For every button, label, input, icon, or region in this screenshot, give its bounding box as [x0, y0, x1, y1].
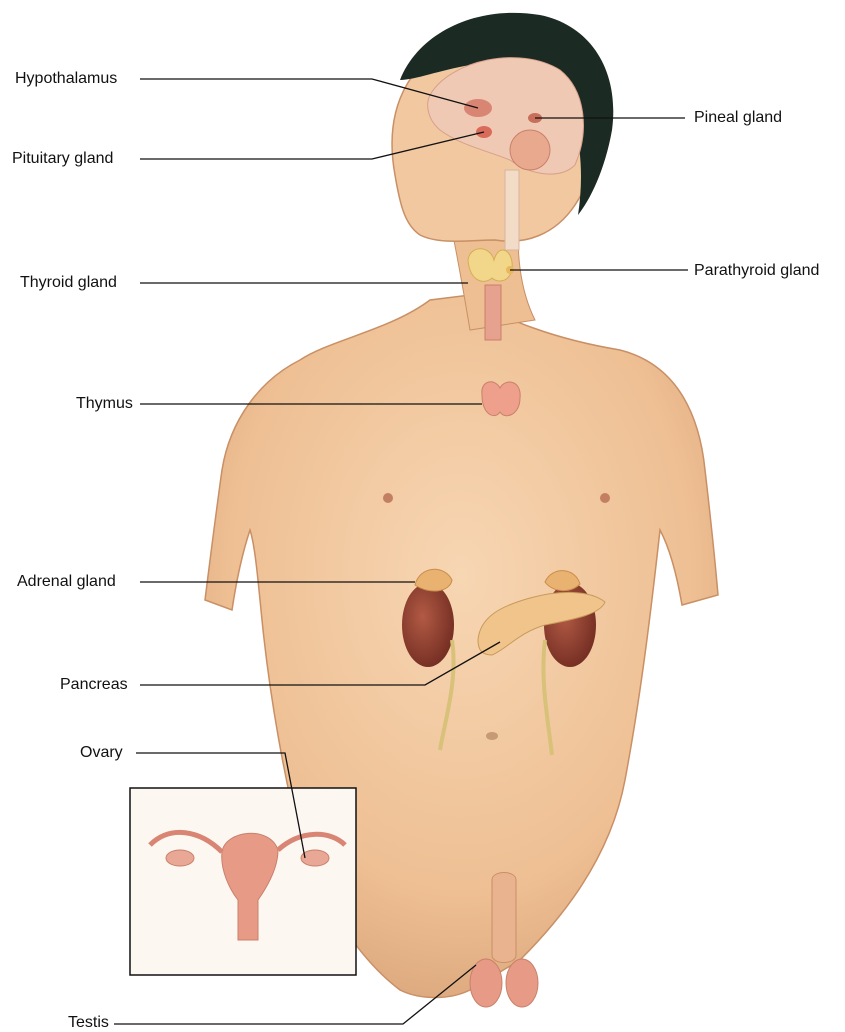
- ovary-left-structure: [166, 850, 194, 866]
- label-ovary: Ovary: [80, 744, 123, 762]
- label-parathyroid-gland: Parathyroid gland: [694, 262, 819, 280]
- label-testis: Testis: [68, 1014, 109, 1032]
- label-pancreas: Pancreas: [60, 676, 128, 694]
- thymus-structure: [482, 382, 520, 416]
- spinal-column: [505, 170, 519, 250]
- label-thyroid-gland: Thyroid gland: [20, 274, 117, 292]
- label-thymus: Thymus: [76, 395, 133, 413]
- left-kidney: [402, 583, 454, 667]
- left-nipple: [383, 493, 393, 503]
- label-pituitary-gland: Pituitary gland: [12, 150, 113, 168]
- thyroid-structure: [468, 249, 512, 282]
- penis: [492, 873, 516, 963]
- ovary-right-structure: [301, 850, 329, 866]
- label-pineal-gland: Pineal gland: [694, 109, 782, 127]
- label-adrenal-gland: Adrenal gland: [17, 573, 116, 591]
- right-nipple: [600, 493, 610, 503]
- navel: [486, 732, 498, 740]
- label-hypothalamus: Hypothalamus: [15, 70, 117, 88]
- cerebellum: [510, 130, 550, 170]
- trachea: [485, 285, 501, 340]
- right-testis: [506, 959, 538, 1007]
